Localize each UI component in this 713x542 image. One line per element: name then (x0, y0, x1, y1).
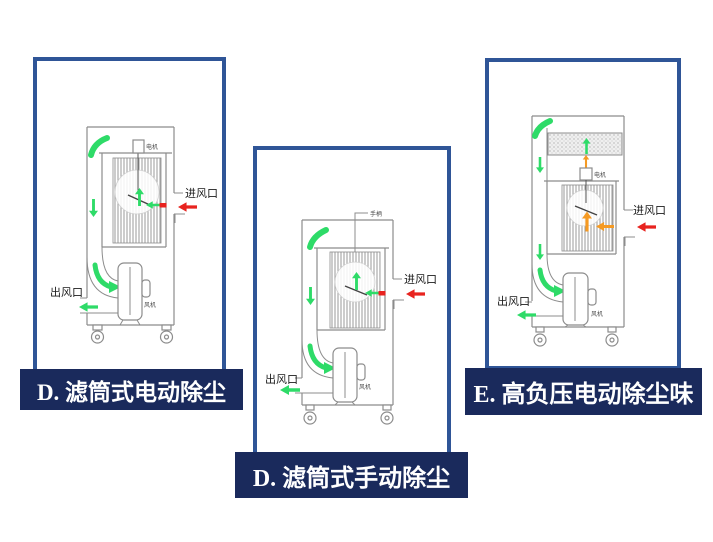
fan-label: 风机 (144, 301, 156, 309)
fan-unit: 风机 (117, 262, 156, 326)
inlet-arrow-red-tail (378, 291, 386, 296)
inlet-arrow-red-tail (159, 203, 167, 208)
agitator-blade (574, 205, 598, 216)
fan-label: 风机 (591, 310, 603, 318)
elbow-curve-airflow-arrow-icon (307, 343, 329, 371)
inlet-duct (174, 192, 185, 223)
fan-label: 风机 (359, 383, 371, 391)
cabinet-outline (86, 126, 175, 326)
fan-unit: 风机 (332, 347, 371, 406)
elbow-curve-airflow-arrow-icon (537, 267, 559, 294)
pulse-fan-circle (334, 261, 376, 303)
machine-diagram-filter-electric: 电机 进风口 风机 出风口 (33, 57, 226, 375)
caster-wheel (533, 326, 547, 347)
motor-label: 电机 (594, 171, 606, 179)
inlet-duct (393, 278, 404, 309)
motor: 电机 (132, 139, 158, 154)
outlet-label: 出风口 (497, 294, 530, 308)
elbow-arrowhead-icon (554, 285, 566, 297)
channel-curve-airflow-arrow-icon (88, 135, 110, 158)
inlet-label: 进风口 (404, 273, 437, 286)
channel-curve-airflow-arrow-icon (532, 118, 553, 139)
panel-filter-electric: 电机 进风口 风机 出风口 (33, 57, 226, 375)
handle-label: 手柄 (370, 210, 382, 218)
pulse-fan-circle (566, 189, 604, 227)
inlet-label: 进风口 (633, 204, 666, 217)
machine-diagram-filter-manual: 手柄 进风口 (253, 146, 451, 458)
caption-high-negative-pressure: E. 高负压电动除尘味 (465, 368, 702, 415)
caption-filter-electric: D. 滤筒式电动除尘 (20, 369, 243, 410)
elbow-arrowhead-icon (109, 281, 121, 293)
outlet-duct (80, 246, 119, 314)
machine-diagram-high-negative-pressure: 电机 进风口 (485, 58, 681, 370)
outlet-label: 出风口 (265, 372, 298, 386)
inlet-duct (624, 209, 635, 246)
outlet-duct (525, 253, 564, 317)
caster-wheel (380, 404, 394, 425)
inlet-label: 进风口 (185, 187, 218, 200)
elbow-arrowhead-icon (324, 362, 336, 374)
caster-wheel (90, 324, 105, 344)
panel-filter-manual: 手柄 进风口 (253, 146, 451, 458)
caster-wheel (159, 324, 174, 344)
channel-curve-airflow-arrow-icon (307, 227, 329, 250)
panel-high-negative-pressure: 电机 进风口 (485, 58, 681, 370)
caster-wheel (605, 326, 619, 347)
outlet-duct (295, 329, 334, 394)
fan-unit: 风机 (562, 272, 603, 328)
filter-chamber (546, 180, 617, 255)
outlet-label: 出风口 (50, 285, 83, 299)
elbow-curve-airflow-arrow-icon (92, 262, 114, 290)
hepa-filter-panel (547, 132, 623, 156)
caption-filter-manual: D. 滤筒式手动除尘 (235, 452, 468, 498)
caster-wheel (303, 404, 317, 425)
motor-label: 电机 (146, 143, 158, 151)
agitator-blade (344, 285, 368, 296)
cabinet-outline (301, 219, 394, 406)
